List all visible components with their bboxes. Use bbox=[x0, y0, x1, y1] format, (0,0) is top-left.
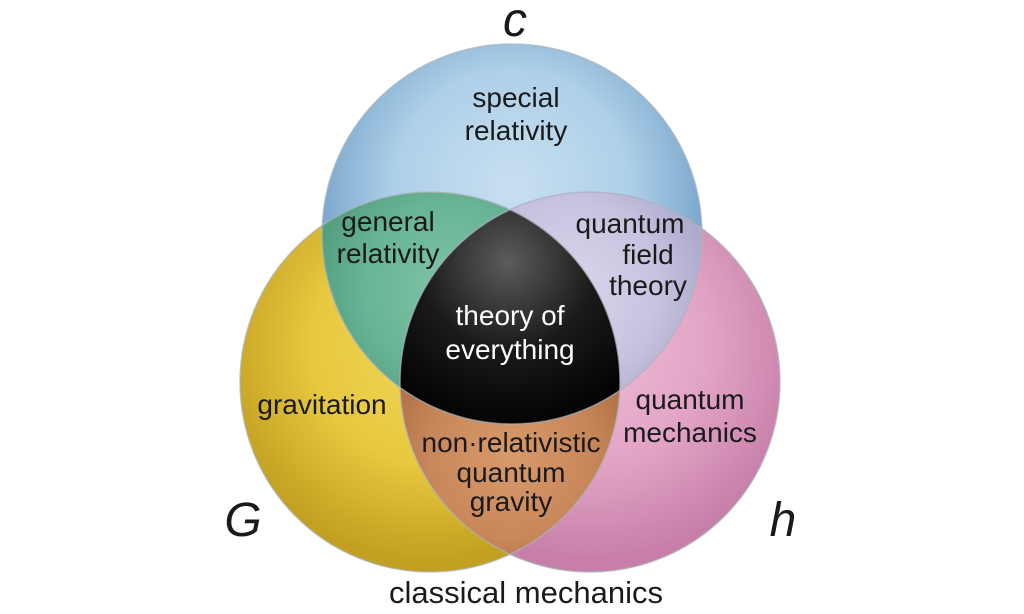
constant-G-label: G bbox=[224, 494, 261, 547]
region-theory-of-everything bbox=[400, 192, 620, 424]
label-nrqg-line2: quantum bbox=[457, 457, 566, 488]
label-quantum-field-theory: quantum field theory bbox=[576, 208, 687, 301]
label-general-relativity: general relativity bbox=[337, 206, 440, 269]
label-quantum-mechanics-line2: mechanics bbox=[623, 417, 757, 448]
label-quantum-mechanics: quantum mechanics bbox=[623, 384, 757, 448]
label-special-relativity-line2: relativity bbox=[465, 115, 568, 146]
label-general-relativity-line2: relativity bbox=[337, 238, 440, 269]
outline-special-relativity-circle bbox=[321, 43, 703, 425]
outline-quantum-mechanics-circle bbox=[399, 191, 781, 573]
outline-gravitation-circle bbox=[239, 191, 621, 573]
label-gravitation: gravitation bbox=[257, 389, 386, 420]
label-quantum-mechanics-line1: quantum bbox=[636, 384, 745, 415]
label-quantum-field-theory-line3: theory bbox=[609, 270, 687, 301]
label-nrqg-line3: gravity bbox=[470, 486, 552, 517]
region-toe-clip-inner bbox=[400, 192, 620, 424]
label-special-relativity: special relativity bbox=[465, 82, 568, 146]
label-theory-of-everything-line2: everything bbox=[445, 334, 574, 365]
label-quantum-field-theory-line2: field bbox=[622, 239, 673, 270]
constant-h-label: h bbox=[770, 494, 797, 547]
label-non-relativistic-quantum-gravity: non·relativistic quantum gravity bbox=[422, 427, 601, 517]
label-nrqg-line1: non·relativistic bbox=[422, 427, 601, 458]
label-theory-of-everything-line1: theory of bbox=[456, 300, 565, 331]
label-classical-mechanics: classical mechanics bbox=[389, 575, 663, 610]
constant-c-label: c bbox=[503, 0, 527, 47]
label-gravitation-line1: gravitation bbox=[257, 389, 386, 420]
region-toe-clip-outer bbox=[400, 192, 620, 424]
label-theory-of-everything: theory of everything bbox=[445, 300, 574, 365]
label-general-relativity-line1: general bbox=[341, 206, 434, 237]
label-quantum-field-theory-line1: quantum bbox=[576, 208, 685, 239]
label-special-relativity-line1: special bbox=[472, 82, 559, 113]
